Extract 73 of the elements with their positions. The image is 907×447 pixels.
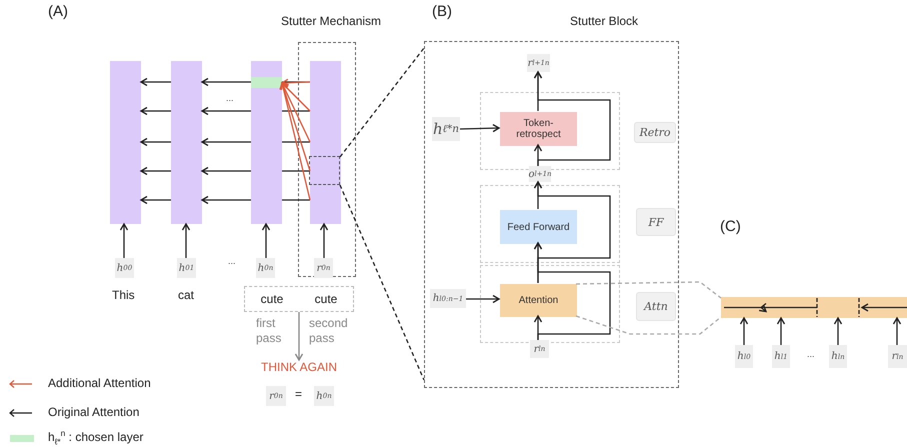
legend-label: Original Attention: [48, 405, 140, 419]
arrow: [120, 223, 128, 258]
arrow: [280, 82, 311, 172]
section-frame: [480, 92, 620, 170]
module-tag: FF: [636, 208, 676, 236]
arrow: [201, 196, 251, 204]
arrow: [834, 317, 842, 345]
zoom-frame: [309, 156, 340, 185]
pass-note: second pass: [309, 316, 349, 346]
status-text: THINK AGAIN: [256, 360, 342, 376]
arrow: [201, 138, 251, 146]
arrow: [294, 312, 304, 361]
arrow: [262, 223, 270, 258]
arrow: [534, 181, 611, 283]
module-tag: Retro: [634, 122, 676, 143]
legend-label: h$_{ℓ*}$$^{n}$ : chosen layer: [48, 430, 144, 444]
arrow: [279, 82, 311, 200]
group-title: Stutter Block: [570, 14, 638, 28]
arrow: [460, 124, 500, 132]
zoom-line: [576, 315, 722, 335]
connector-line: [282, 110, 310, 112]
arrow: [892, 317, 902, 345]
section-frame: [480, 185, 620, 263]
arrow: [534, 71, 611, 166]
token-word: cute: [314, 292, 338, 306]
group-title: Stutter Mechanism: [281, 14, 382, 28]
token-word: cat: [178, 288, 194, 302]
arrow: [201, 78, 251, 86]
ellipsis: ...: [226, 93, 234, 103]
panel-letter: (B): [432, 3, 452, 20]
arrow: [201, 166, 251, 176]
arrow: [140, 78, 171, 86]
arrow: [320, 223, 328, 258]
connector-line: [282, 199, 310, 201]
chosen-layer-highlight: [251, 77, 282, 88]
zoom-line: [576, 281, 722, 299]
arrow: [466, 294, 500, 304]
token-word: cute: [260, 292, 284, 306]
token-frame: [244, 286, 354, 312]
arrow: [281, 82, 310, 112]
legend-label: Additional Attention: [48, 376, 151, 390]
module-block: Feed Forward: [500, 210, 577, 244]
module-block: Token-retrospect: [500, 112, 577, 146]
arrow: [140, 106, 171, 116]
pass-note: first pass: [256, 316, 282, 346]
arrow: [140, 138, 171, 146]
panel-letter: (A): [48, 3, 68, 20]
connector-line: [282, 170, 310, 172]
ellipsis: ...: [228, 256, 236, 266]
arrow: [776, 317, 786, 345]
arrow: [534, 242, 611, 340]
token-word: This: [112, 288, 135, 302]
layer-column: [251, 61, 282, 224]
attention-layer-bar: [721, 297, 907, 318]
layer-column: [310, 61, 341, 224]
zoom-line: [339, 48, 425, 158]
section-frame: [480, 265, 620, 343]
module-block: Attention: [500, 284, 577, 317]
arrow: [280, 82, 311, 142]
arrow: [140, 196, 171, 204]
layer-column: [171, 61, 202, 224]
panel-letter: (C): [720, 218, 741, 235]
zoom-line: [339, 184, 425, 380]
layer-column: [110, 61, 141, 224]
module-tag: Attn: [636, 292, 676, 321]
arrow: [281, 78, 310, 87]
connector-line: [282, 141, 310, 143]
arrow: [201, 106, 251, 116]
arrow: [182, 223, 190, 258]
token-word: =: [295, 387, 302, 401]
arrow: [140, 166, 171, 176]
ellipsis: ...: [807, 349, 815, 359]
arrow: [740, 317, 748, 345]
